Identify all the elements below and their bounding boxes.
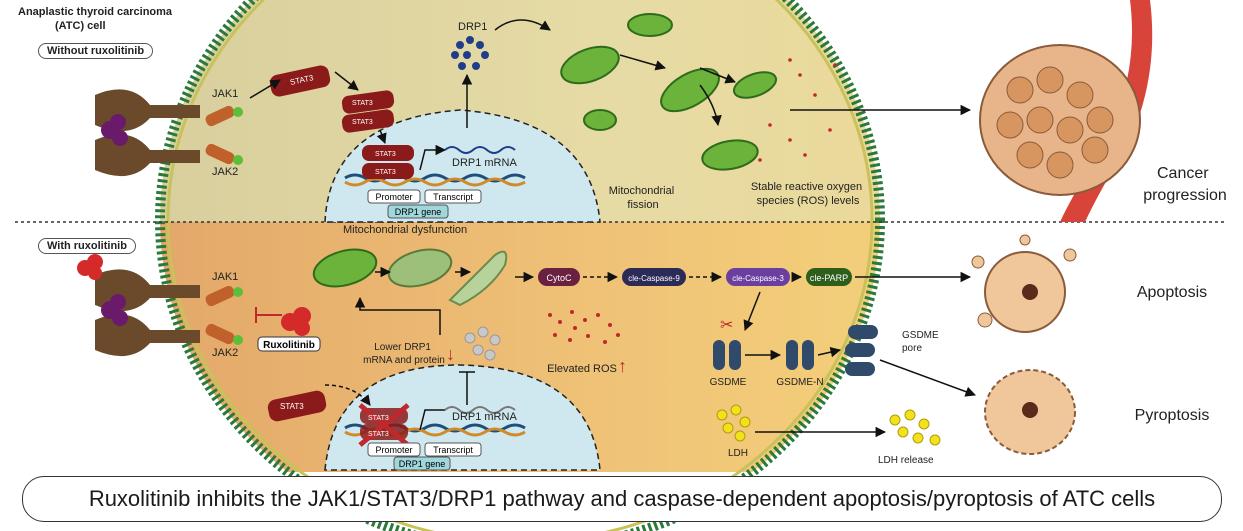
pyroptosis-label: Pyroptosis xyxy=(1135,407,1210,424)
cancer-progression-label: Cancer progression xyxy=(1143,165,1227,204)
stat3-label: STAT3 xyxy=(280,402,304,411)
caspase3-label: cle-Caspase-3 xyxy=(732,274,784,283)
gsdme-label: GSDME xyxy=(710,377,747,388)
cytoc-label: CytoC xyxy=(546,273,572,283)
drp1-mrna-label-top: DRP1 mRNA xyxy=(452,157,517,169)
inhibition-bar-mrna xyxy=(459,371,475,405)
ldh-label: LDH xyxy=(728,448,748,459)
ldh-dots-inside xyxy=(716,404,751,442)
jak2-bottom xyxy=(205,323,235,345)
drp1-gene-label-top: DRP1 gene xyxy=(395,207,442,217)
transcript-label-top: Transcript xyxy=(433,192,473,202)
drp1-gene-label-bottom: DRP1 gene xyxy=(399,459,446,469)
figure-caption: Ruxolitinib inhibits the JAK1/STAT3/DRP1… xyxy=(22,476,1222,522)
elevated-ros-label: Elevated ROS xyxy=(547,363,617,375)
stat3-label: STAT3 xyxy=(375,169,396,176)
inhibition-bar xyxy=(255,307,282,323)
jak1-bottom xyxy=(205,285,235,307)
apoptotic-cell xyxy=(971,234,1077,333)
cell-title-line2: (ATC) cell xyxy=(55,20,106,32)
jak2-label-top: JAK2 xyxy=(212,166,238,178)
mrna-top xyxy=(444,146,516,154)
phospho-icon xyxy=(233,107,243,117)
phospho-icon xyxy=(233,335,243,345)
down-arrow-icon: ↓ xyxy=(446,344,455,364)
gsdme-pore-label: GSDME pore xyxy=(902,330,941,354)
drp1-label: DRP1 xyxy=(458,21,487,33)
gene-boxes-top: Promoter Transcript DRP1 gene xyxy=(367,189,482,219)
condition-without-label: Without ruxolitinib xyxy=(38,43,154,59)
mito-dysfunction-label: Mitochondrial dysfunction xyxy=(343,224,467,236)
transcript-label-bottom: Transcript xyxy=(433,445,473,455)
drp1-dots-bottom xyxy=(464,326,501,361)
jak1-label-bottom: JAK1 xyxy=(212,271,238,283)
jak2-top xyxy=(205,143,235,165)
lower-drp1-label: Lower DRP1 mRNA and protein xyxy=(363,342,445,366)
stat3-label: STAT3 xyxy=(352,100,373,107)
ruxolitinib-box: Ruxolitinib xyxy=(257,336,321,352)
cell-title-line1: Anaplastic thyroid carcinoma xyxy=(18,6,173,18)
mrna-bottom xyxy=(444,406,516,414)
mitochondria-bottom xyxy=(312,248,508,307)
jak2-label-bottom: JAK2 xyxy=(212,347,238,359)
stat3-label: STAT3 xyxy=(352,119,373,126)
parp-pill xyxy=(806,268,852,286)
receptor-bottom xyxy=(95,269,200,357)
cell-membrane xyxy=(155,0,885,531)
stat3-label: STAT3 xyxy=(368,415,389,422)
phospho-icon xyxy=(233,287,243,297)
stat3-top xyxy=(269,65,414,179)
fission-label: Mitochondrial fission xyxy=(609,185,677,211)
stat3-label: STAT3 xyxy=(375,151,396,158)
jak1-label-top: JAK1 xyxy=(212,88,238,100)
caspase3-pill xyxy=(726,268,790,286)
drp1-mrna-label-bottom: DRP1 mRNA xyxy=(452,411,517,423)
drp1-dots-top xyxy=(451,36,489,70)
receptor-top xyxy=(95,89,200,177)
arrows xyxy=(249,19,976,438)
pyroptotic-cell xyxy=(984,369,1076,455)
stat3-bottom xyxy=(267,390,410,447)
cell-title: Anaplastic thyroid carcinoma (ATC) cell xyxy=(18,6,175,32)
apoptosis-label: Apoptosis xyxy=(1137,284,1207,301)
gsdme-shapes xyxy=(713,325,878,376)
gene-boxes-bottom: Promoter Transcript DRP1 gene xyxy=(367,442,482,471)
ros-dots-top xyxy=(758,58,837,162)
mitochondria-top xyxy=(560,13,778,171)
ruxolitinib-drug-icon xyxy=(77,254,311,336)
scissors-icon: ✂ xyxy=(720,317,733,334)
stat3-label: STAT3 xyxy=(368,431,389,438)
caspase9-label: cle-Caspase-9 xyxy=(628,274,680,283)
tumor-illustration xyxy=(979,0,1153,222)
condition-with-label: With ruxolitinib xyxy=(38,238,136,254)
phospho-icon xyxy=(233,155,243,165)
ros-dots-bottom xyxy=(548,310,620,344)
ldh-dots-released xyxy=(889,409,941,446)
cell-top-region xyxy=(160,0,880,222)
ruxolitinib-label: Ruxolitinib xyxy=(263,340,315,351)
up-arrow-icon: ↑ xyxy=(618,356,627,376)
parp-label: cle-PARP xyxy=(810,273,848,283)
gsdme-n-label: GSDME-N xyxy=(776,377,823,388)
ros-stable-label: Stable reactive oxygen species (ROS) lev… xyxy=(751,181,865,207)
promoter-label-bottom: Promoter xyxy=(375,445,412,455)
cell-membrane-inner xyxy=(166,0,874,531)
caspase9-pill xyxy=(622,268,686,286)
promoter-label-top: Promoter xyxy=(375,192,412,202)
ldh-release-label: LDH release xyxy=(878,455,934,466)
jak1-top xyxy=(205,105,235,127)
cytoc-pill xyxy=(538,268,580,286)
